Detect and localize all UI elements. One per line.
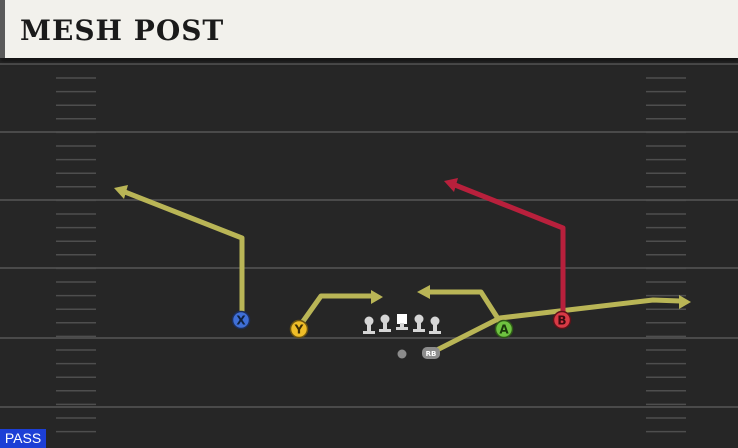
center-icon (396, 314, 408, 330)
route-b-arrowhead (444, 178, 458, 192)
yard-lines (0, 63, 738, 408)
y-button-icon[interactable]: Y (289, 319, 309, 339)
route-b-post (452, 182, 566, 320)
play-title: MESH POST (20, 14, 225, 47)
qb-dot-icon (397, 349, 407, 359)
route-y-corner (296, 293, 376, 330)
svg-text:Y: Y (294, 323, 304, 337)
x-button-icon[interactable]: X (231, 310, 251, 330)
offensive-line (363, 314, 441, 334)
title-bar: MESH POST (0, 0, 738, 58)
route-y-arrowhead (371, 290, 383, 304)
lineman-icon (413, 314, 425, 332)
lineman-icon (429, 316, 441, 334)
rb-icon[interactable]: RB (422, 347, 440, 359)
svg-text:RB: RB (426, 350, 437, 358)
route-a-arrowhead (417, 285, 430, 299)
route-a-mesh (426, 289, 507, 331)
routes (114, 178, 691, 356)
title-accent (0, 0, 5, 58)
b-button-icon[interactable]: B (552, 310, 572, 330)
svg-text:X: X (236, 314, 246, 328)
hash-marks-right (646, 77, 686, 433)
lineman-icon (363, 316, 375, 334)
route-x-post (122, 189, 245, 321)
lineman-icon (379, 314, 391, 332)
route-rb-arrowhead (679, 295, 691, 309)
route-rb-flat (428, 297, 683, 356)
play-type-badge: PASS (0, 429, 46, 448)
svg-text:B: B (557, 314, 566, 328)
svg-text:A: A (499, 323, 509, 337)
a-button-icon[interactable]: A (494, 319, 514, 339)
hash-marks-left (56, 77, 96, 433)
route-x-arrowhead (114, 185, 128, 199)
